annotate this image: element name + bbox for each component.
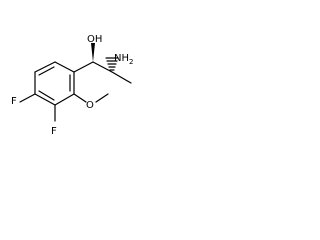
wedge-bond-hydroxyl [91, 43, 95, 62]
molecule-structure: F F O OH NH 2 [11, 34, 133, 137]
ring-double-bond-inner-1 [38, 66, 55, 76]
bond-c3-fluorine-top [19, 93, 36, 103]
methoxy-oxygen-atom: O [86, 100, 94, 111]
ring-bond-c6-c1 [54, 61, 75, 73]
hydroxyl-group: OH [87, 34, 102, 45]
amine-group: NH [114, 53, 129, 64]
bond-amine-carbon-methyl [111, 71, 132, 84]
ring-bond-c1-c2 [34, 61, 56, 73]
ring-double-bond-inner-2 [38, 90, 55, 101]
amine-subscript: 2 [129, 58, 133, 66]
bond-oxygen-methyl [95, 93, 109, 103]
hashed-wedge-amine [105, 57, 119, 71]
bond-ring-carbinol [73, 61, 94, 73]
fluorine-atom-top: F [11, 96, 17, 107]
ring-bond-c3-c4 [34, 93, 56, 106]
benzene-ring [34, 61, 75, 106]
bond-c5-oxygen [73, 93, 87, 103]
ring-bond-c4-c5 [54, 93, 75, 106]
bond-carbinol-amine-carbon [92, 61, 113, 73]
fluorine-atom-bottom: F [51, 126, 57, 137]
